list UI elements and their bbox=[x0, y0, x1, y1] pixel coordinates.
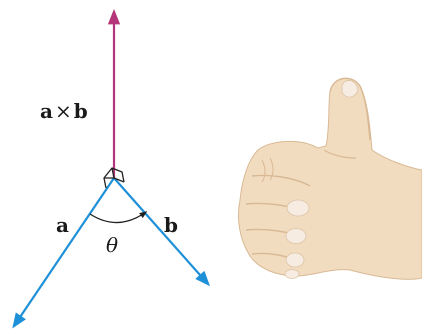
right-angle-marker bbox=[103, 167, 125, 189]
cross-product-label: a×b bbox=[40, 99, 88, 123]
thumbs-up-hand-icon bbox=[237, 77, 422, 280]
angle-arc bbox=[89, 211, 148, 224]
vector-a-label: a bbox=[56, 213, 69, 237]
vector-a bbox=[12, 177, 115, 329]
vector-b-label: b bbox=[164, 213, 178, 237]
vector-b bbox=[113, 177, 211, 287]
angle-label: θ bbox=[106, 233, 118, 257]
